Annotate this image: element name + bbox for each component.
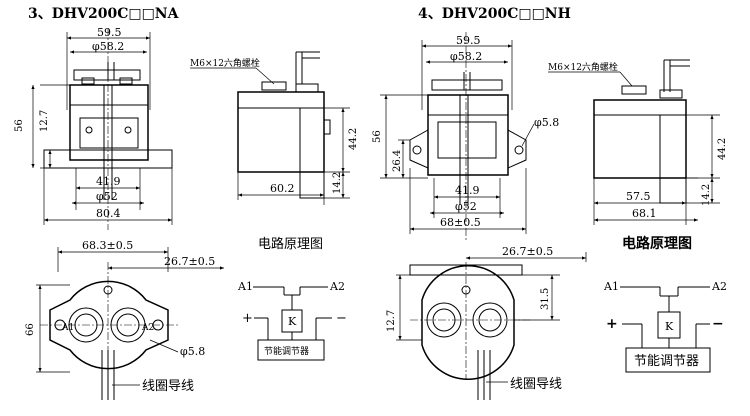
right-front-phi52-dim: φ52 (455, 200, 477, 213)
right-bottom-127-dim: 12.7 (386, 310, 397, 332)
right-bottom-267-dim: 26.7±0.5 (502, 245, 553, 258)
left-bottom-phi58-dim: φ5.8 (180, 345, 205, 358)
right-circuit-minus: − (712, 316, 724, 332)
right-circuit-a1: A1 (603, 280, 619, 293)
left-side-142-dim: 14.2 (332, 172, 343, 194)
right-circuit-coil: K (665, 320, 674, 333)
right-side-442-dim: 44.2 (717, 138, 728, 160)
right-circuit-regulator: 节能调节器 (634, 354, 699, 369)
right-front-width-dim: 59.5 (456, 34, 481, 47)
left-front-419-dim: 41.9 (96, 175, 121, 188)
left-front-width-dim: 59.5 (97, 26, 122, 39)
left-front-804-dim: 80.4 (96, 207, 121, 220)
right-side-575-dim: 57.5 (626, 190, 651, 203)
left-circuit-a2: A2 (329, 280, 345, 293)
left-front-127-dim: 12.7 (39, 110, 50, 132)
left-side-442-dim: 44.2 (348, 128, 359, 150)
left-circuit-plus: + (242, 311, 253, 326)
right-circuit-title: 电路原理图 (622, 235, 692, 252)
right-front-68-dim: 68±0.5 (440, 216, 481, 229)
left-side-602-dim: 60.2 (270, 182, 295, 195)
left-bottom-267-dim: 26.7±0.5 (164, 255, 215, 268)
right-bottom-315-dim: 31.5 (540, 288, 551, 310)
left-circuit-coil: K (288, 315, 297, 328)
left-circuit-title: 电路原理图 (258, 236, 323, 252)
right-front-phi58-dim: φ5.8 (534, 116, 559, 129)
left-coil-label: 线圈导线 (142, 379, 194, 394)
right-circuit-diagram: 电路原理图 A1 A2 + − K 节能调节器 (603, 235, 727, 373)
right-side-view: M6×12六角螺栓 44.2 14.2 57.5 68.1 (548, 59, 728, 225)
left-model-title: 3、DHV200C□□NA (28, 6, 180, 22)
left-bottom-a2-label: A2 (141, 323, 154, 333)
left-circuit-regulator: 节能调节器 (264, 345, 309, 357)
left-bottom-66-dim: 66 (25, 323, 36, 336)
left-bolt-label: M6×12六角螺栓 (190, 57, 260, 69)
left-bottom-view: 68.3±0.5 26.7±0.5 A1 A2 66 φ5.8 线圈导线 (25, 239, 224, 400)
left-front-view: 59.5 φ58.2 56 12.7 41.9 φ52 (14, 26, 173, 230)
left-side-view: M6×12六角螺栓 44.2 14.2 60.2 (190, 51, 359, 205)
right-bolt-label: M6×12六角螺栓 (548, 61, 618, 73)
left-bottom-683-dim: 68.3±0.5 (82, 239, 133, 252)
left-circuit-diagram: 电路原理图 A1 A2 + − K 节能调节器 (237, 236, 347, 361)
left-front-height-dim: 56 (14, 119, 25, 132)
right-model-title: 4、DHV200C□□NH (418, 6, 571, 22)
right-circuit-plus: + (606, 316, 618, 332)
left-front-phi52-dim: φ52 (96, 190, 118, 203)
right-front-264-dim: 26.4 (392, 150, 403, 172)
left-circuit-minus: − (336, 311, 347, 326)
right-side-681-dim: 68.1 (632, 207, 657, 220)
right-bottom-view: 26.7±0.5 31.5 12.7 线圈导线 (386, 245, 587, 400)
right-side-142-dim: 14.2 (701, 184, 712, 206)
right-front-height-dim: 56 (372, 130, 383, 143)
left-bottom-a1-label: A1 (61, 323, 74, 333)
right-front-view: 59.5 φ58.2 φ5.8 56 26.4 41.9 φ52 68±0 (372, 32, 559, 240)
right-coil-label: 线圈导线 (510, 377, 562, 392)
right-front-419-dim: 41.9 (455, 184, 480, 197)
right-circuit-a2: A2 (711, 280, 727, 293)
left-circuit-a1: A1 (237, 280, 253, 293)
